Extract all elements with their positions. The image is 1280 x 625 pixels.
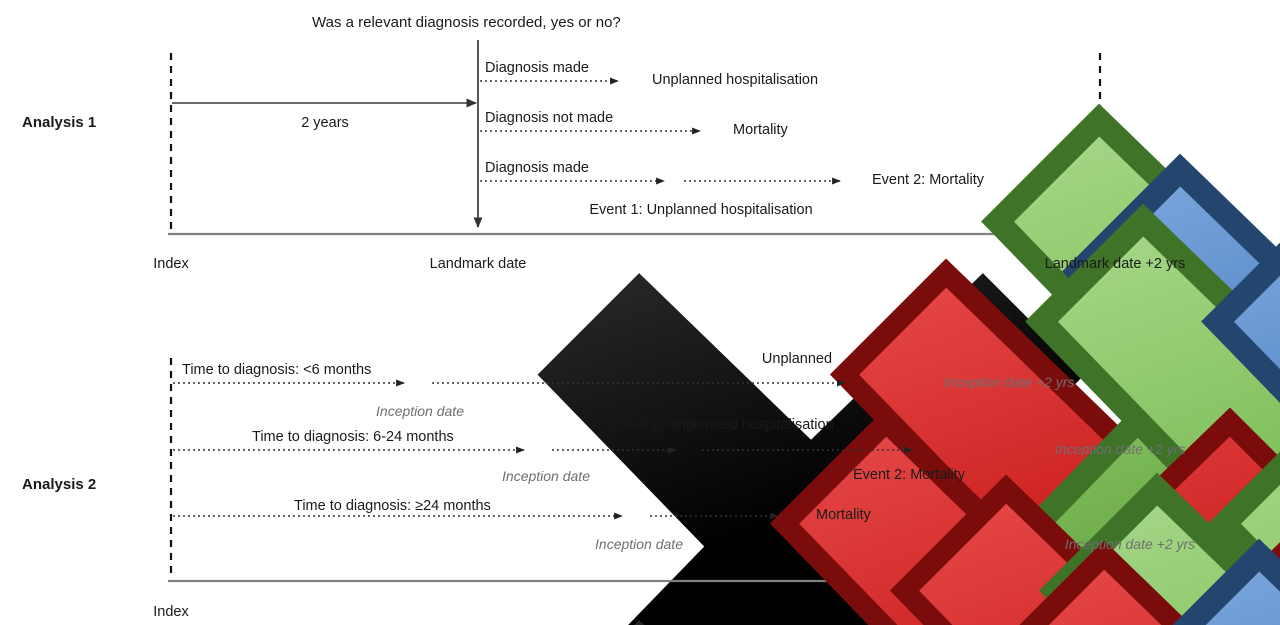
analysis2-row-1-outcome: Unplanned	[761, 351, 833, 367]
analysis2-row-3-time-to-diagnosis: Time to diagnosis: ≥24 months	[294, 498, 491, 514]
analysis2-row-2-event2: Event 2: Mortality	[852, 467, 966, 483]
analysis1-end-label: Landmark date +2 yrs	[1044, 256, 1186, 272]
analysis1-branch-1-outcome: Unplanned hospitalisation	[652, 72, 819, 88]
analysis1-branch-3-event1: Event 1: Unplanned hospitalisation	[589, 202, 813, 218]
analysis2-row-1-inception-label: Inception date	[376, 403, 464, 419]
analysis1-branch-3-condition: Diagnosis made	[485, 160, 589, 176]
analysis1-branch-1-condition: Diagnosis made	[485, 60, 589, 76]
analysis2-row-2-end-label: Inception date +2 yrs	[1055, 441, 1186, 457]
analysis2-row-1-end-label: Inception date +2 yrs	[944, 374, 1075, 390]
analysis2-row-3-inception-label: Inception date	[595, 536, 683, 552]
analysis1-landmark-label: Landmark date	[429, 256, 527, 272]
analysis2-index-label: Index	[153, 604, 189, 620]
analysis2-row-2-event1: Event 1: Unplanned hospitalisation	[610, 417, 834, 433]
analysis2-section-label: Analysis 2	[22, 476, 97, 493]
analysis1-branch-2-condition: Diagnosis not made	[485, 110, 614, 126]
analysis1-branch-3-event2: Event 2: Mortality	[872, 172, 985, 188]
analysis2-row-2-time-to-diagnosis: Time to diagnosis: 6-24 months	[252, 429, 454, 445]
analysis1-index-label: Index	[153, 256, 189, 272]
analysis2-row-1-time-to-diagnosis: Time to diagnosis: <6 months	[182, 362, 372, 378]
analysis1-duration-label: 2 years	[301, 115, 349, 131]
analysis2-row-2-inception-label: Inception date	[502, 468, 590, 484]
analysis2-row-3-end-label: Inception date +2 yrs	[1064, 536, 1196, 552]
analysis1-question-label: Was a relevant diagnosis recorded, yes o…	[312, 14, 621, 31]
analysis1-branch-2-outcome: Mortality	[733, 122, 788, 138]
analysis2-row-3-outcome: Mortality	[816, 507, 871, 523]
analysis1-section-label: Analysis 1	[22, 114, 97, 131]
